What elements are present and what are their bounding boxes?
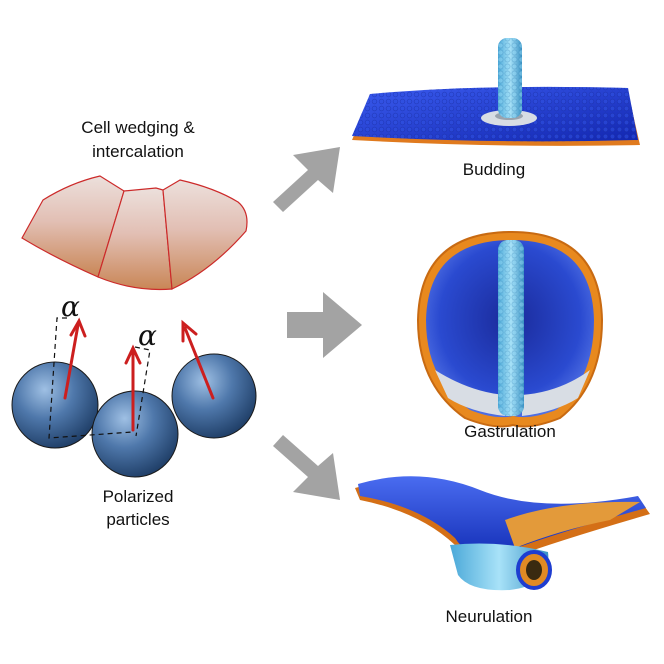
neurulation-label: Neurulation (446, 607, 533, 626)
polarity-arrow-right (183, 326, 215, 400)
angle-guides (48, 317, 151, 439)
neurulation-sheet (355, 476, 650, 591)
polarized-particles (11, 317, 257, 478)
gastrulation-label: Gastrulation (464, 422, 556, 441)
alpha-symbol-left: α (61, 290, 80, 323)
arrow-icon (69, 317, 87, 338)
polarized-label-line1: Polarized (103, 487, 174, 506)
wedging-label-line1: Cell wedging & (81, 118, 195, 137)
wedging-label-line2: intercalation (92, 142, 184, 161)
block-arrow-icon (273, 435, 340, 500)
alpha-symbol-middle: α (138, 319, 157, 352)
particle-middle (91, 390, 179, 478)
polarized-label-line2: particles (106, 510, 169, 529)
particle-right (171, 353, 257, 439)
arrow-icon (124, 344, 142, 365)
polarity-arrows (63, 317, 215, 432)
budding-sheet (352, 38, 640, 146)
wedged-cells (21, 175, 248, 291)
gastrulation-shell (416, 230, 604, 428)
block-arrow-icon (273, 147, 340, 212)
polarity-arrow-left (63, 323, 80, 400)
budding-label: Budding (463, 160, 525, 179)
block-arrow-icon (287, 292, 362, 358)
arrow-icon (181, 319, 198, 343)
cell-right (162, 179, 248, 290)
particle-left (11, 361, 99, 449)
flow-arrows (273, 147, 362, 500)
